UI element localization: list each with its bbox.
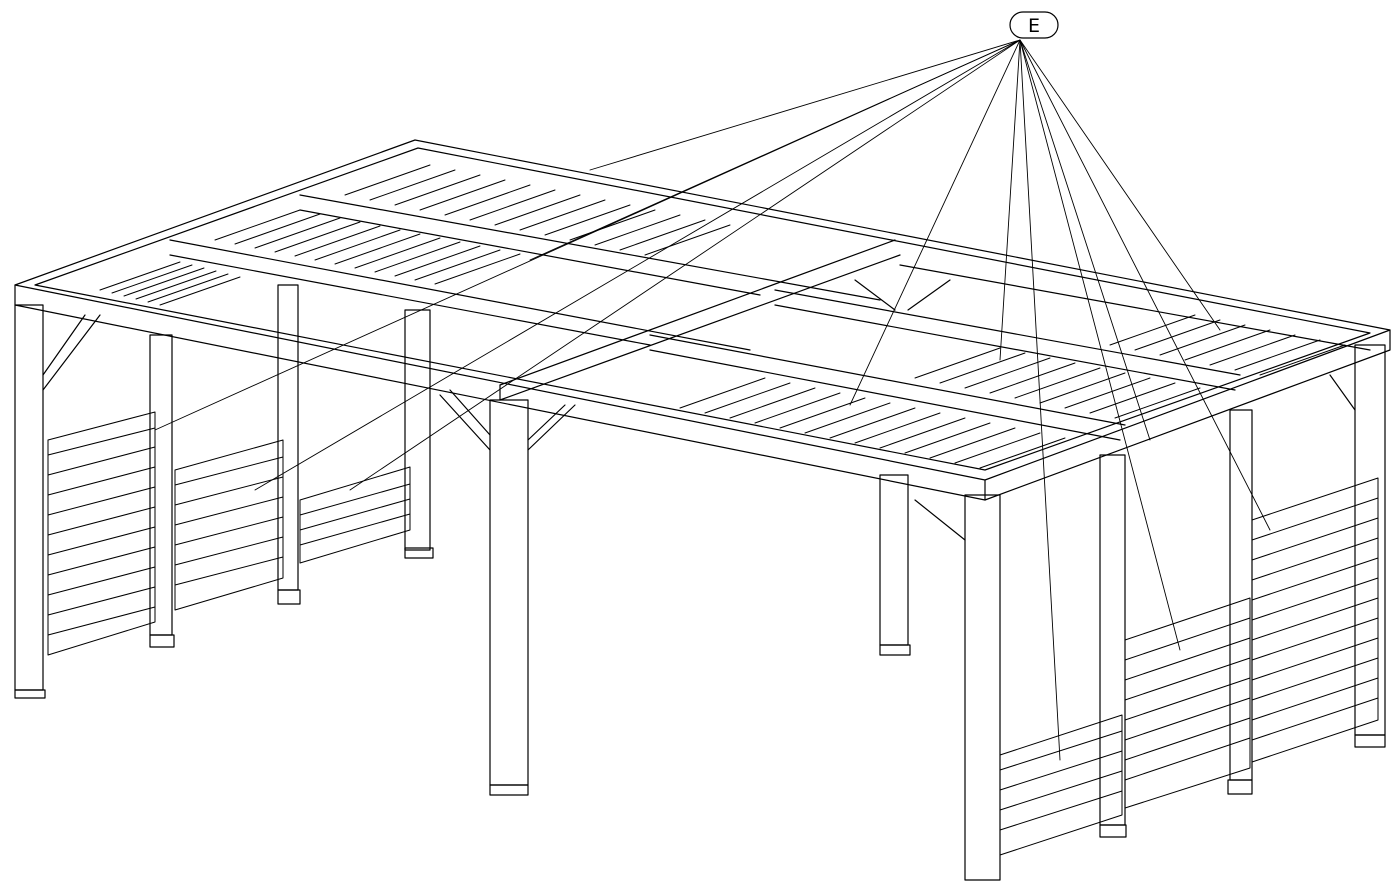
braces (42, 279, 1356, 541)
posts (14, 284, 1386, 881)
roof-louvres-left-middle (214, 209, 521, 285)
roof-louvres-right-middle (914, 347, 1201, 419)
leader-lines (154, 39, 1271, 761)
roof-louvres-right-back (1109, 314, 1346, 376)
side-panel-right-3 (1251, 477, 1379, 763)
callout-e: E (1009, 11, 1059, 39)
callout-label: E (1028, 15, 1040, 37)
roof-louvres-right-front (679, 377, 1066, 469)
roof-louvres-left-front (99, 261, 241, 306)
side-panel-left-3 (299, 466, 411, 564)
roof-louvres-left-back (344, 164, 731, 256)
interior-beams (169, 194, 1371, 441)
roof-frame (14, 139, 1391, 501)
side-panel-right-1 (999, 714, 1123, 856)
side-panel-right-2 (1124, 597, 1251, 809)
side-panel-left-2 (174, 439, 284, 611)
side-panel-left-1 (47, 411, 156, 656)
